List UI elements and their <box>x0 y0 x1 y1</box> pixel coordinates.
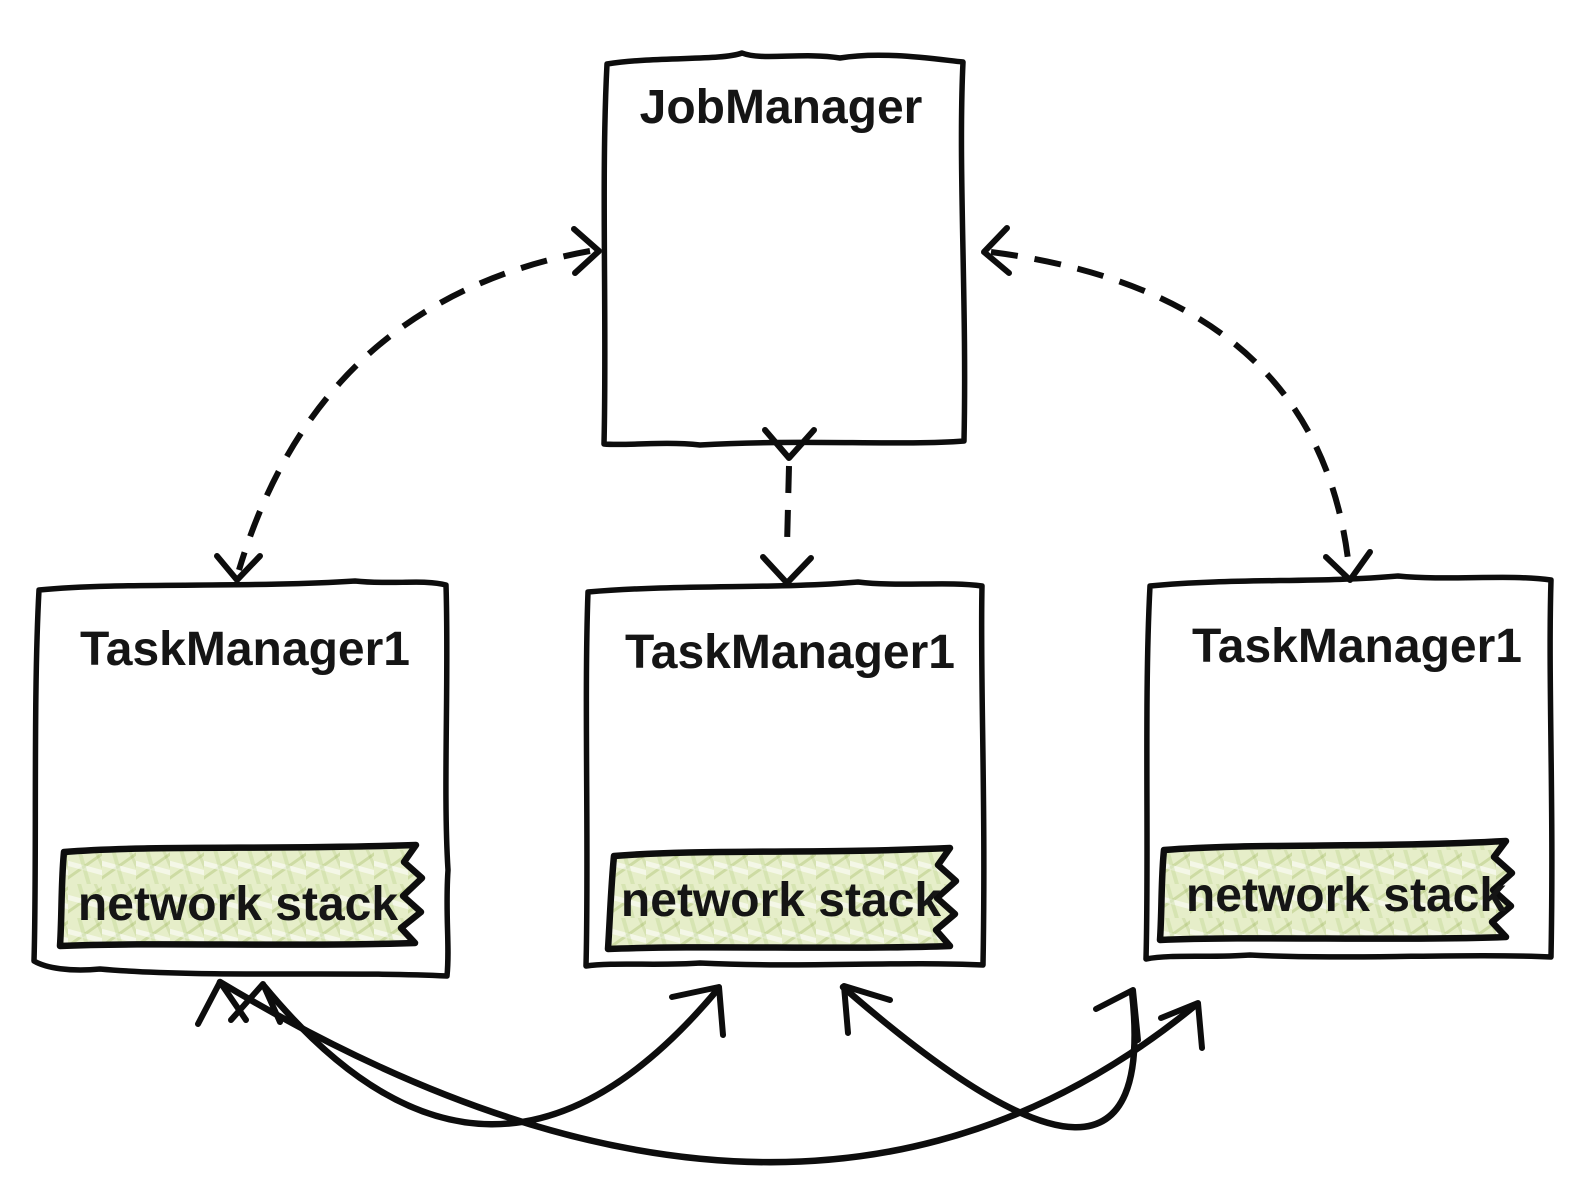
arrowhead-stack2-from-left-icon <box>669 984 726 1038</box>
arrowhead-into-jobmanager-left-icon <box>571 226 602 276</box>
arrowhead-stack3-from-left-icon <box>1158 1000 1205 1051</box>
network-stack-label-3: network stack <box>1186 869 1506 922</box>
job-manager-box <box>601 50 968 448</box>
arrowhead-stack3-from-middle-icon <box>1093 987 1141 1043</box>
network-stack-label-2: network stack <box>621 874 941 927</box>
job-manager-node: JobManager <box>601 50 968 448</box>
arrowhead-into-taskmanager1-icon <box>214 553 263 583</box>
data-arc-left-middle <box>228 981 726 1128</box>
task-manager-node-2: TaskManager1 network stack <box>583 579 987 969</box>
arrowhead-at-jobmanager-bottom-icon <box>762 427 817 461</box>
arrowhead-into-taskmanager3-icon <box>1323 549 1373 583</box>
network-stack-label-1: network stack <box>78 878 398 931</box>
task-manager-node-3: TaskManager1 network stack <box>1143 573 1555 962</box>
data-arc-left-middle-curve <box>260 982 722 1128</box>
dashed-edge-right <box>981 225 1373 583</box>
task-manager-label-2: TaskManager1 <box>625 626 955 679</box>
task-manager-label-3: TaskManager1 <box>1192 620 1522 673</box>
network-stack-box-2 <box>604 844 960 953</box>
network-stack-box-1 <box>56 841 426 950</box>
data-arc-middle-right-curve <box>839 983 1138 1131</box>
dashed-edge-middle <box>760 427 817 586</box>
task-manager-node-1: TaskManager1 network stack <box>31 578 451 979</box>
task-manager-label-1: TaskManager1 <box>80 623 410 676</box>
arrowhead-into-jobmanager-right-icon <box>981 225 1012 276</box>
data-arc-left-right-curve <box>216 978 1201 1166</box>
dashed-arc-right <box>990 249 1352 569</box>
data-arc-middle-right <box>839 983 1141 1131</box>
job-manager-label: JobManager <box>640 81 923 134</box>
arrowhead-stack1-from-middle-icon <box>228 981 283 1025</box>
network-stack-box-3 <box>1156 837 1516 944</box>
arrowhead-stack2-from-right-icon <box>841 983 893 1036</box>
arrowhead-into-taskmanager2-icon <box>760 554 814 586</box>
dashed-arc-left <box>236 248 591 571</box>
arrowhead-stack1-from-right-icon <box>195 979 249 1027</box>
data-arc-left-right <box>195 978 1205 1166</box>
dashed-arc-middle <box>784 465 792 547</box>
dashed-edge-left <box>214 226 602 583</box>
